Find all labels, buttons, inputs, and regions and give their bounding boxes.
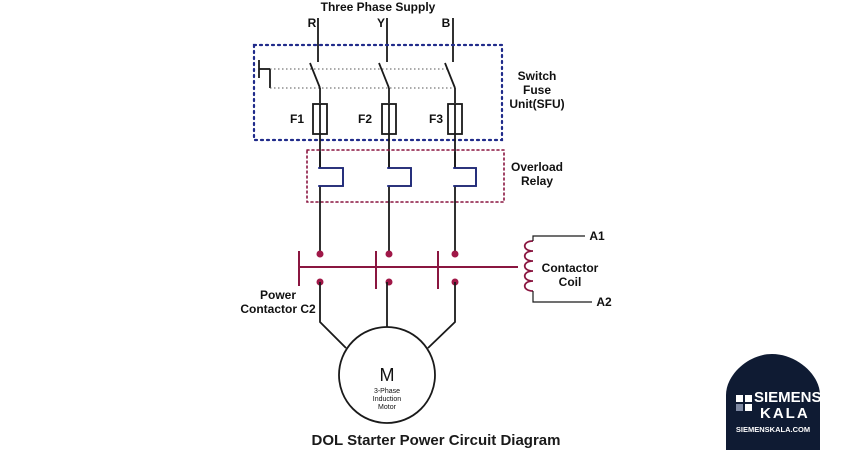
power-contactor-label-line1: Power xyxy=(260,288,296,302)
supply-title: Three Phase Supply xyxy=(321,0,436,14)
power-contactor xyxy=(298,250,518,289)
fuse-f1 xyxy=(312,103,328,135)
fuse-f3 xyxy=(447,103,463,135)
contactor-coil-label-line1: Contactor xyxy=(542,261,599,275)
phase-label-b: B xyxy=(442,16,451,30)
motor-label-line1: 3-Phase xyxy=(374,388,400,395)
motor-label-line2: Induction xyxy=(373,396,402,403)
sfu-label-line1: Switch xyxy=(518,69,557,83)
fuse-label-f3: F3 xyxy=(429,112,443,126)
switch-handle xyxy=(258,60,456,89)
overload-heater-b xyxy=(453,152,477,195)
induction-motor: M 3-Phase Induction Motor xyxy=(338,326,436,424)
contact-terminal-r-top xyxy=(316,250,324,258)
fuse-f2 xyxy=(381,103,397,135)
switch-blades xyxy=(309,62,456,103)
contact-terminal-b-top xyxy=(451,250,459,258)
fuse-label-f2: F2 xyxy=(358,112,372,126)
contactor-coil xyxy=(523,235,592,303)
brand-line1: SIEMENS xyxy=(754,389,822,406)
motor-symbol: M xyxy=(380,365,395,385)
contactor-coil-label-line2: Coil xyxy=(559,275,582,289)
overload-relay-boundary xyxy=(306,149,505,203)
siemenskala-logo-icon xyxy=(736,395,752,411)
overload-heater-r xyxy=(318,152,344,195)
overload-heater-y xyxy=(387,152,412,195)
sfu-boundary xyxy=(252,43,504,142)
sfu-label-line2: Fuse xyxy=(523,83,551,97)
phase-label-y: Y xyxy=(377,16,385,30)
fuse-label-f1: F1 xyxy=(290,112,304,126)
overload-label-line2: Relay xyxy=(521,174,553,188)
contactor-to-motor-wires xyxy=(319,282,456,349)
phase-label-r: R xyxy=(308,16,317,30)
brand-url: SIEMENSKALA.COM xyxy=(736,425,810,434)
sfu-label-line3: Unit(SFU) xyxy=(509,97,564,111)
coil-terminal-a2: A2 xyxy=(596,295,612,309)
power-contactor-label-line2: Contactor C2 xyxy=(240,302,316,316)
supply-lines xyxy=(317,18,454,62)
siemenskala-logo-badge: SIEMENS KALA SIEMENSKALA.COM xyxy=(726,354,822,450)
overload-label-line1: Overload xyxy=(511,160,563,174)
coil-terminal-a1: A1 xyxy=(589,229,605,243)
contact-terminal-y-top xyxy=(385,250,393,258)
motor-label-line3: Motor xyxy=(378,404,397,411)
diagram-caption: DOL Starter Power Circuit Diagram xyxy=(312,432,561,449)
overload-to-contactor-wires xyxy=(319,195,456,254)
brand-line2: KALA xyxy=(760,405,810,422)
